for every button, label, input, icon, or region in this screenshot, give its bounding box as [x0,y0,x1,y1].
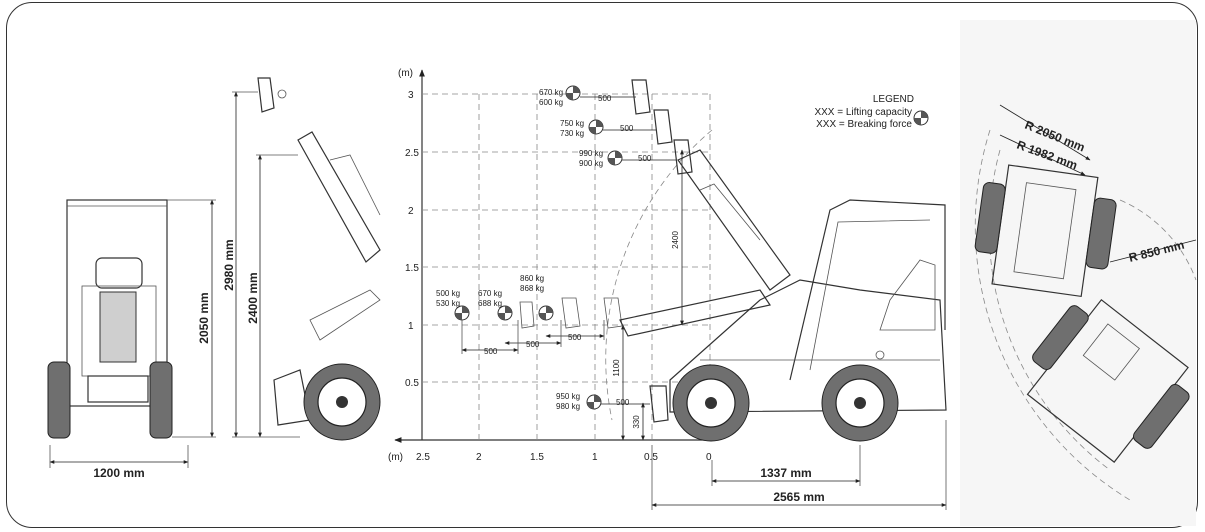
load-symbol-icon [497,305,513,321]
load-6-breaking: 868 kg [520,284,544,293]
load-7-lifting: 950 kg [556,392,580,401]
load-symbol-icon [607,150,623,166]
load-symbol-icon [588,119,604,135]
length-dimension: 2565 mm [773,490,824,504]
load-1-offset: 500 [598,94,612,103]
front-width-dimension: 1200 mm [93,466,144,480]
legend-symbol-icon [913,110,929,126]
load-1-lifting: 670 kg [539,88,563,97]
attachment-outlines [519,79,693,423]
front-height-dimension: 2050 mm [197,292,211,343]
load-3-lifting: 990 kg [579,149,603,158]
legend-title: LEGEND [873,94,914,105]
x-tick-2.5: 2.5 [416,452,430,463]
load-symbol-icon [565,85,581,101]
front-view [47,199,216,468]
y-tick-1.5: 1.5 [405,263,419,274]
front-left-tyre [47,361,71,439]
side-view [232,77,381,441]
offset-label-3: 500 [568,333,582,342]
load-2-lifting: 750 kg [560,119,584,128]
x-axis-unit: (m) [388,452,403,463]
load-4-breaking: 530 kg [436,299,460,308]
vertical-dims [621,149,684,441]
legend: LEGEND XXX = Lifting capacity XXX = Brea… [814,94,929,130]
y-axis-unit: (m) [398,68,413,79]
y-tick-3: 3 [408,90,414,101]
x-tick-1: 1 [592,452,598,463]
vertical-dim-2400: 2400 [671,231,680,249]
vertical-dim-1100: 1100 [612,359,621,377]
front-right-tyre [149,361,173,439]
legend-lifting: XXX = Lifting capacity [814,107,912,118]
wheelbase-dimension: 1337 mm [760,466,811,480]
top-view [960,20,1197,526]
load-7-breaking: 980 kg [556,402,580,411]
lift-height-dimension: 2400 mm [246,272,260,323]
vertical-dim-330: 330 [632,415,641,429]
load-3-breaking: 900 kg [579,159,603,168]
load-2-offset: 500 [620,124,634,133]
y-tick-1: 1 [408,321,414,332]
x-tick-0.5: 0.5 [644,452,658,463]
load-4-lifting: 500 kg [436,289,460,298]
y-tick-labels: 0.5 1 1.5 2 2.5 3 [405,90,419,389]
x-tick-labels: 2.5 2 1.5 1 0.5 0 [416,452,712,463]
y-tick-0.5: 0.5 [405,378,419,389]
load-2-breaking: 730 kg [560,129,584,138]
load-3-offset: 500 [638,154,652,163]
load-5-lifting: 670 kg [478,289,502,298]
y-tick-2: 2 [408,206,414,217]
load-1-breaking: 600 kg [539,98,563,107]
load-symbols [454,85,623,410]
lift-chart-grid [394,69,713,443]
load-labels: 670 kg 600 kg 500 750 kg 730 kg 500 990 … [436,88,652,411]
offset-label-1: 500 [484,347,498,356]
load-symbol-icon [586,394,602,410]
load-symbol-icon [538,305,554,321]
offset-lines [461,96,676,405]
load-symbol-icon [454,305,470,321]
y-tick-2.5: 2.5 [405,148,419,159]
x-tick-1.5: 1.5 [530,452,544,463]
offset-label-2: 500 [526,340,540,349]
legend-breaking: XXX = Breaking force [816,119,912,130]
loader-side-view [619,149,947,442]
x-tick-0: 0 [706,452,712,463]
load-5-breaking: 688 kg [478,299,502,308]
max-height-dimension: 2980 mm [222,239,236,290]
load-6-lifting: 860 kg [520,274,544,283]
machine-dimension-lines [651,420,947,510]
x-tick-2: 2 [476,452,482,463]
